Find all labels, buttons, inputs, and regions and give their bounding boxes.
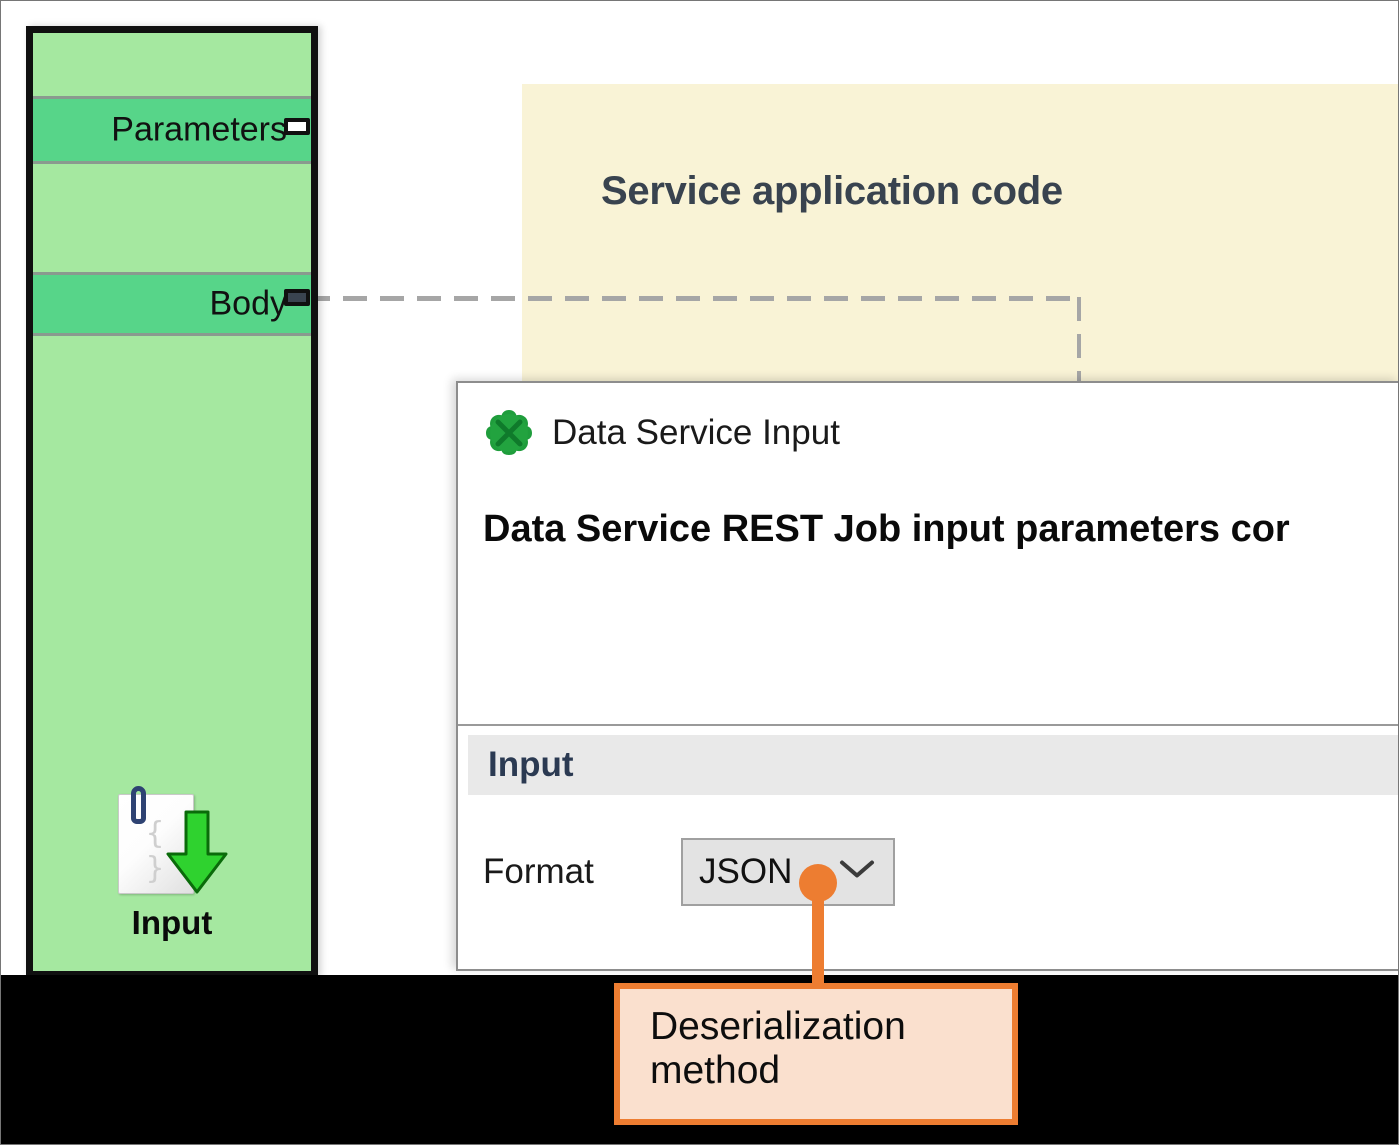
annotation-text-line1: Deserialization — [650, 1005, 906, 1048]
dialog-titlebar: Data Service Input — [458, 383, 1398, 483]
panel-row-body-label: Body — [209, 284, 288, 323]
format-combobox-value: JSON — [699, 852, 793, 891]
input-node[interactable]: { } Input — [33, 786, 311, 942]
annotation-leader-line — [812, 881, 824, 993]
body-connector-nub[interactable] — [284, 289, 310, 306]
service-application-code-title: Service application code — [601, 169, 1063, 213]
format-field-label: Format — [483, 852, 594, 891]
panel-row-body[interactable]: Body — [33, 272, 311, 336]
dialog-separator — [458, 724, 1398, 726]
chevron-down-icon[interactable] — [839, 859, 875, 886]
format-combobox[interactable]: JSON — [681, 838, 895, 906]
input-section-header-label: Input — [488, 745, 574, 784]
input-section-header: Input — [468, 735, 1398, 795]
dialog-title-label: Data Service Input — [552, 413, 840, 452]
input-node-caption: Input — [131, 904, 213, 941]
json-document-download-icon: { } — [112, 786, 232, 901]
document-sheet-shape — [118, 794, 194, 894]
parameters-connector-nub[interactable] — [284, 118, 310, 135]
panel-row-parameters[interactable]: Parameters — [33, 96, 311, 164]
format-field-row: Format JSON — [483, 838, 895, 906]
curly-braces-glyph: { } — [145, 816, 167, 886]
paperclip-icon — [131, 786, 146, 824]
body-to-code-dashed-connector-horizontal — [306, 296, 1081, 301]
body-to-code-dashed-connector-vertical — [1077, 297, 1081, 385]
green-down-arrow-icon — [164, 810, 230, 901]
green-circle-cross-icon — [486, 410, 532, 456]
annotation-text-line2: method — [650, 1048, 781, 1092]
panel-row-parameters-label: Parameters — [111, 110, 287, 149]
data-service-input-dialog[interactable]: Data Service Input Data Service REST Job… — [456, 381, 1398, 971]
rest-component-panel[interactable]: Parameters Body { } Input — [26, 26, 318, 978]
annotation-callout-box: Deserialization method — [614, 983, 1018, 1125]
dialog-heading: Data Service REST Job input parameters c… — [483, 508, 1290, 550]
annotation-marker-dot — [799, 864, 837, 902]
